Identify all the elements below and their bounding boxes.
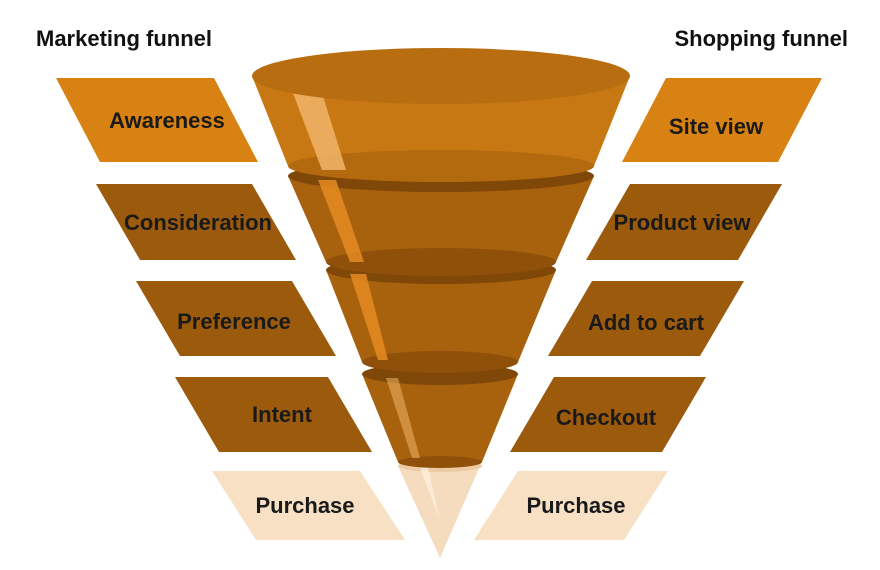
shopping-stage-product-view: Product view [586,184,782,260]
marketing-funnel-bands: Awareness Consideration Preference Inten… [56,78,405,540]
shopping-stage-label: Site view [669,114,764,139]
marketing-stage-awareness: Awareness [56,78,258,162]
funnel-segment-2 [288,176,594,262]
marketing-stage-preference: Preference [136,281,336,356]
marketing-funnel-heading: Marketing funnel [36,26,213,51]
marketing-stage-label: Purchase [255,493,354,518]
funnel-segment-4 [362,374,518,462]
shopping-stage-label: Checkout [556,405,657,430]
marketing-stage-label: Intent [252,402,313,427]
funnel-tip [398,466,480,558]
shopping-stage-label: Purchase [526,493,625,518]
shopping-stage-label: Product view [614,210,752,235]
funnel-segment-3 [326,270,556,362]
central-funnel-graphic [252,48,630,558]
shopping-funnel-heading: Shopping funnel [674,26,848,51]
funnel-rim [252,48,630,104]
shopping-stage-checkout: Checkout [510,377,706,452]
shopping-stage-add-to-cart: Add to cart [548,281,744,356]
shopping-stage-site-view: Site view [622,78,822,162]
marketing-stage-purchase: Purchase [212,471,405,540]
marketing-stage-consideration: Consideration [96,184,296,260]
shopping-stage-purchase: Purchase [474,471,668,540]
marketing-stage-label: Awareness [109,108,225,133]
marketing-stage-intent: Intent [175,377,372,452]
marketing-stage-label: Consideration [124,210,272,235]
shopping-funnel-bands: Site view Product view Add to cart Check… [474,78,822,540]
marketing-stage-label: Preference [177,309,291,334]
shopping-stage-label: Add to cart [588,310,705,335]
